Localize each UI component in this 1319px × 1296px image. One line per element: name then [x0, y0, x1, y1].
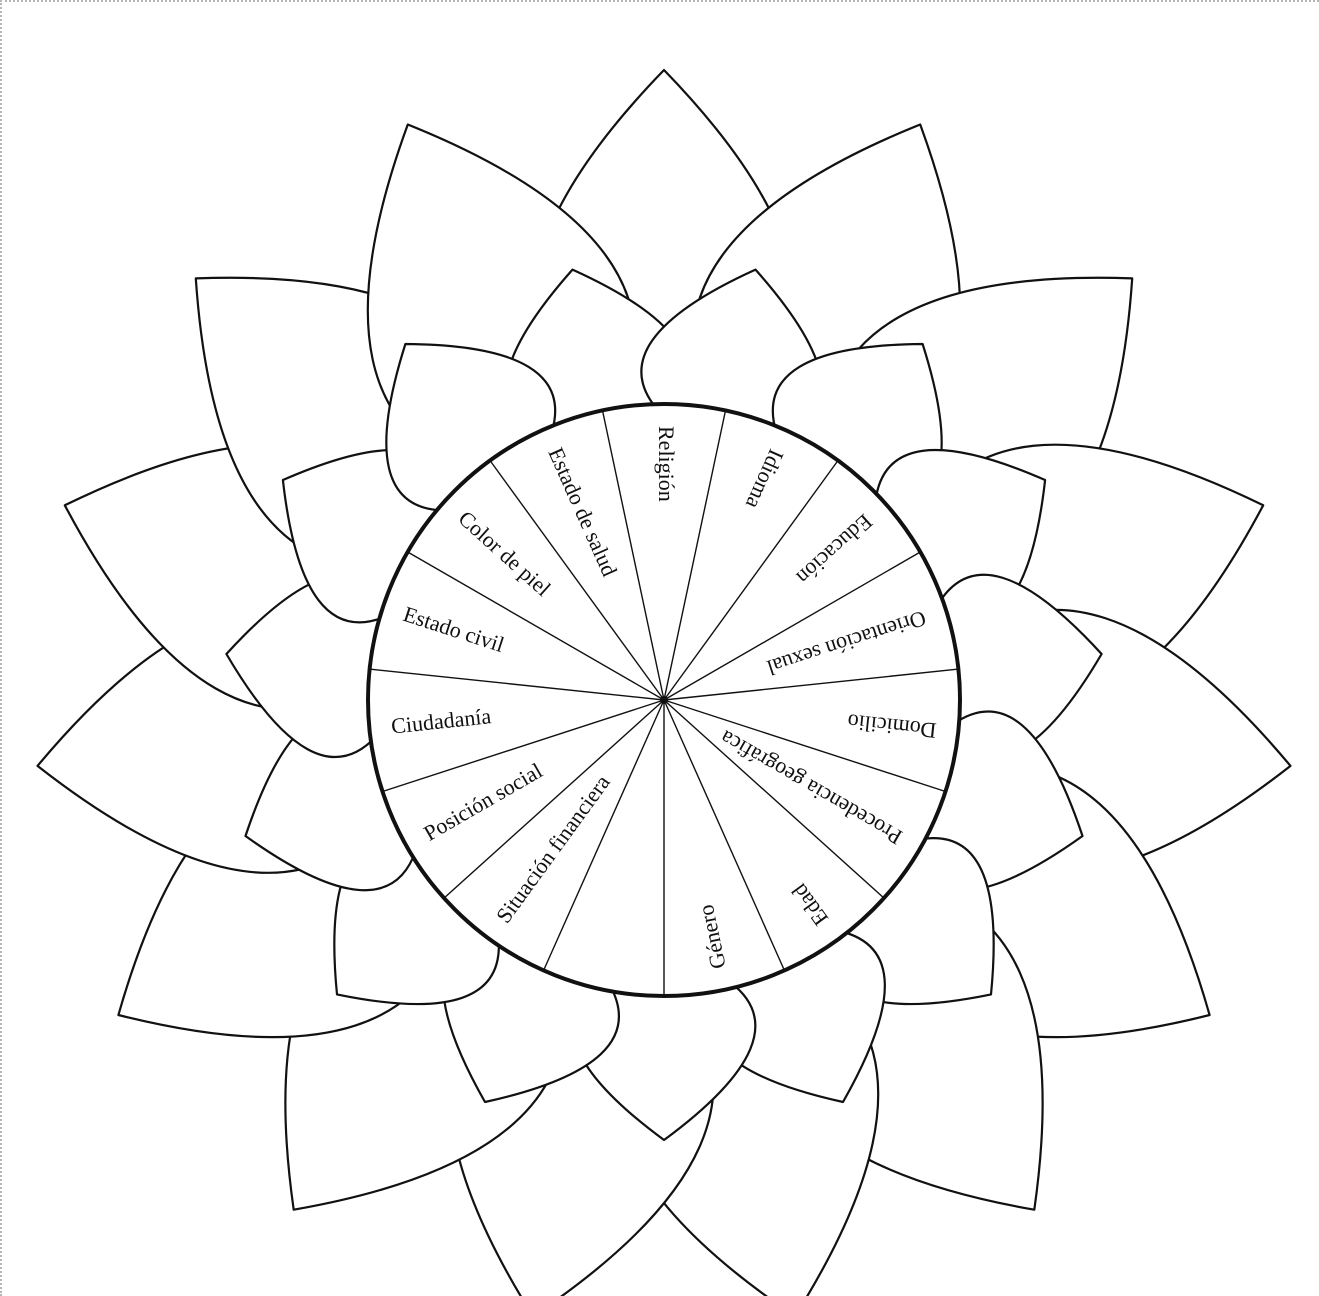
wheel-hub: [660, 696, 668, 704]
segment-label: Religión: [654, 426, 679, 502]
